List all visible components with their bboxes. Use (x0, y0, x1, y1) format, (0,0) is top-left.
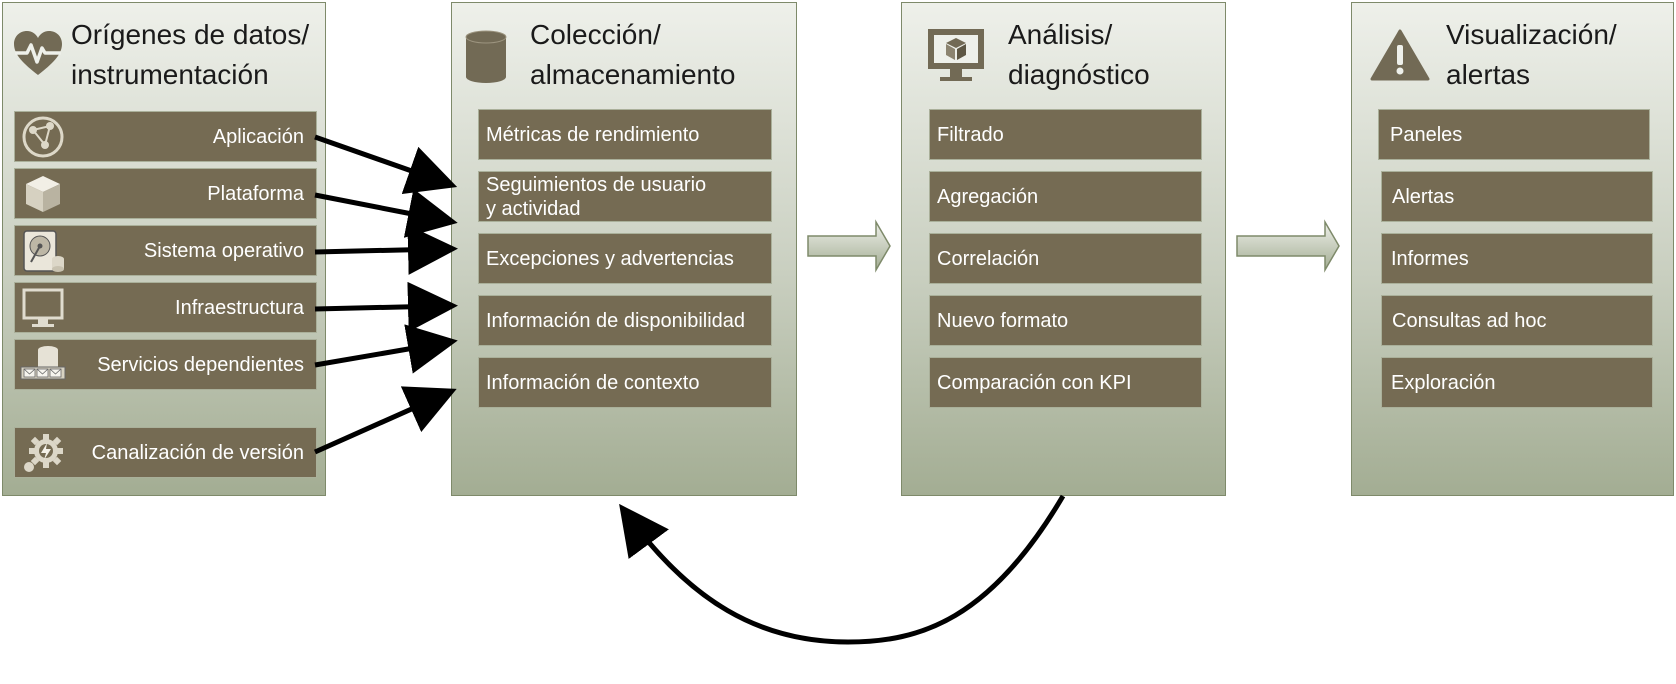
collection-item-label: Seguimientos de usuario y actividad (486, 173, 707, 220)
sources-panel: Orígenes de datos/ instrumentación Aplic… (2, 2, 326, 496)
gear-icon (20, 431, 66, 475)
analysis-item-label: Comparación con KPI (937, 371, 1132, 394)
collection-item-label: Excepciones y advertencias (486, 247, 734, 270)
collection-item-label: Información de contexto (486, 371, 700, 394)
collection-title: Colección/ almacenamiento (530, 19, 736, 90)
analysis-title: Análisis/ diagnóstico (1008, 19, 1150, 90)
harddrive-icon (20, 229, 66, 273)
visualization-item-label: Informes (1391, 247, 1469, 270)
source-item-dependent-services[interactable]: Servicios dependientes (14, 339, 317, 390)
flow-arrow-analysis-visualization (1236, 219, 1340, 273)
visualization-item[interactable]: Informes (1381, 233, 1653, 284)
source-label: Canalización de versión (91, 441, 304, 464)
analysis-item-label: Correlación (937, 247, 1040, 270)
sources-title: Orígenes de datos/ instrumentación (71, 19, 310, 90)
analysis-item[interactable]: Comparación con KPI (929, 357, 1202, 408)
source-arrow (314, 281, 458, 332)
feedback-loop-arrow (619, 494, 1066, 645)
analysis-item[interactable]: Filtrado (929, 109, 1202, 160)
collection-item[interactable]: Información de contexto (478, 357, 772, 408)
collection-item[interactable]: Información de disponibilidad (478, 295, 772, 346)
source-item-application[interactable]: Aplicación (14, 111, 317, 162)
heart-pulse-icon (12, 29, 64, 82)
source-item-release-pipeline[interactable]: Canalización de versión (14, 427, 317, 478)
visualization-item-label: Consultas ad hoc (1392, 309, 1547, 332)
source-arrow (314, 224, 458, 275)
source-item-infrastructure[interactable]: Infraestructura (14, 282, 317, 333)
database-icon (464, 29, 508, 90)
warning-icon (1370, 29, 1430, 86)
app-globe-icon (20, 115, 66, 159)
visualization-title: Visualización/ alertas (1446, 19, 1617, 90)
source-label: Infraestructura (175, 296, 304, 319)
visualization-panel: Visualización/ alertas Paneles Alertas I… (1351, 2, 1674, 496)
source-label: Plataforma (207, 182, 304, 205)
analysis-item[interactable]: Correlación (929, 233, 1202, 284)
source-label: Servicios dependientes (97, 353, 304, 376)
analysis-item-label: Nuevo formato (937, 309, 1069, 332)
visualization-item[interactable]: Alertas (1381, 171, 1653, 222)
collection-item[interactable]: Excepciones y advertencias (478, 233, 772, 284)
visualization-item-label: Paneles (1390, 123, 1463, 146)
visualization-item[interactable]: Consultas ad hoc (1381, 295, 1653, 346)
collection-item-label: Información de disponibilidad (486, 309, 746, 332)
visualization-item[interactable]: Paneles (1378, 109, 1650, 160)
visualization-item-label: Exploración (1391, 371, 1496, 394)
cube-icon (20, 172, 66, 216)
visualization-item[interactable]: Exploración (1381, 357, 1653, 408)
analysis-item-label: Agregación (937, 185, 1039, 208)
collection-panel: Colección/ almacenamiento Métricas de re… (451, 2, 797, 496)
source-label: Sistema operativo (143, 239, 304, 262)
visualization-item-label: Alertas (1392, 185, 1455, 208)
analysis-panel: Análisis/ diagnóstico Filtrado Agregació… (901, 2, 1226, 496)
source-item-os[interactable]: Sistema operativo (14, 225, 317, 276)
monitor-cube-icon (926, 27, 986, 88)
flow-arrow-collection-analysis (807, 219, 891, 273)
source-arrow (314, 324, 458, 374)
analysis-item[interactable]: Nuevo formato (929, 295, 1202, 346)
source-arrow (314, 134, 458, 194)
collection-item[interactable]: Seguimientos de usuario y actividad (478, 171, 772, 222)
collection-item-label: Métricas de rendimiento (486, 123, 700, 146)
source-label: Aplicación (212, 125, 304, 148)
source-arrow (313, 386, 457, 455)
source-arrow (314, 188, 458, 238)
service-bus-icon (20, 343, 66, 387)
analysis-item[interactable]: Agregación (929, 171, 1202, 222)
collection-item[interactable]: Métricas de rendimiento (478, 109, 772, 160)
analysis-item-label: Filtrado (937, 123, 1004, 146)
monitor-icon (20, 286, 66, 330)
